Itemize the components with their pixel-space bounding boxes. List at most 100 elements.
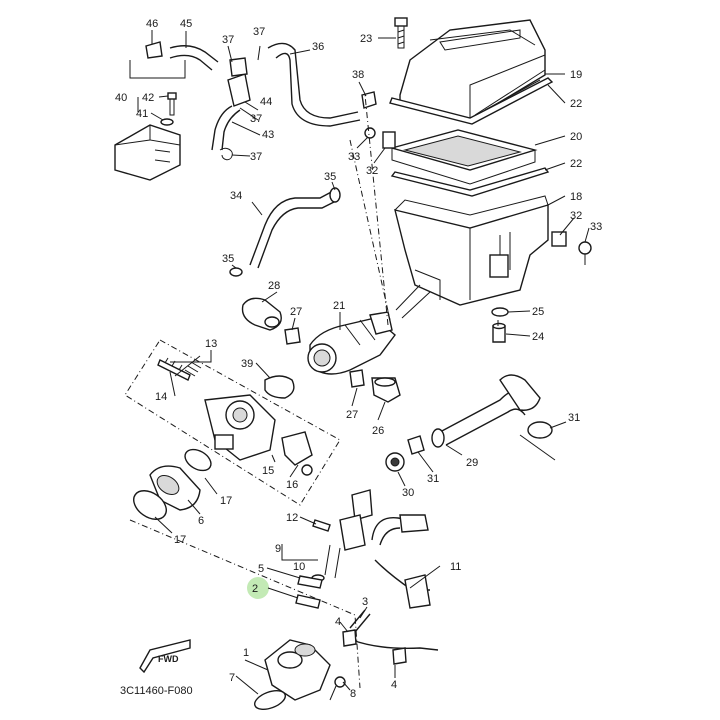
clamp-27-upper [284, 327, 301, 345]
bolt-8 [329, 676, 346, 701]
label-19: 19 [570, 69, 582, 81]
label-22-a: 22 [570, 98, 582, 110]
label-21: 21 [333, 300, 345, 312]
label-22-b: 22 [570, 158, 582, 170]
label-34: 34 [230, 190, 242, 202]
label-35-a: 35 [324, 171, 336, 183]
part-number-labels: 46 45 37 37 36 23 19 22 20 22 18 38 40 4… [115, 18, 602, 700]
sensor-16 [281, 431, 313, 476]
bolt-42 [167, 92, 177, 116]
bracket-32-right [551, 231, 592, 265]
label-38: 38 [352, 69, 364, 81]
cap-24 [492, 322, 506, 343]
label-26: 26 [372, 425, 384, 437]
label-31-a: 31 [568, 412, 580, 424]
label-1: 1 [243, 647, 249, 659]
label-44: 44 [260, 96, 272, 108]
clip-46 [145, 41, 163, 59]
label-46: 46 [146, 18, 158, 30]
screw-14 [157, 357, 191, 381]
o-ring-7 [254, 690, 286, 710]
label-17-a: 17 [220, 495, 232, 507]
clamp-27-lower [349, 369, 365, 388]
clip-37-lower [219, 147, 233, 161]
hose-36 [267, 42, 361, 127]
label-14: 14 [155, 391, 167, 403]
joint-44 [227, 57, 251, 107]
hose-3 [349, 609, 439, 665]
label-39: 39 [241, 358, 253, 370]
fwd-label: FWD [158, 654, 179, 664]
fuel-hose-11 [371, 514, 431, 609]
label-3: 3 [362, 596, 368, 608]
screw-12 [312, 519, 331, 532]
cap-30 [385, 452, 405, 472]
label-28: 28 [268, 280, 280, 292]
duct-28 [241, 297, 282, 331]
breather-case-40 [114, 124, 181, 181]
label-12: 12 [286, 512, 298, 524]
label-37-a: 37 [222, 34, 234, 46]
label-32-b: 32 [570, 210, 582, 222]
bolt-23 [394, 17, 408, 49]
label-29: 29 [466, 457, 478, 469]
clamp-35-lower [229, 267, 243, 277]
label-9: 9 [275, 543, 281, 555]
clamp-25 [491, 307, 509, 317]
clamp-17-lower [133, 490, 167, 520]
air-filter-case [394, 195, 549, 306]
label-45: 45 [180, 18, 192, 30]
callout-lines [129, 30, 590, 695]
grommet-38 [361, 91, 377, 109]
clip-5 [297, 575, 323, 589]
assembly-13-outline [124, 339, 341, 506]
label-5: 5 [258, 563, 264, 575]
label-24: 24 [532, 331, 544, 343]
label-23: 23 [360, 33, 372, 45]
hose-43 [211, 105, 241, 151]
label-6: 6 [198, 515, 204, 527]
sensor-26 [371, 377, 401, 403]
label-32-a: 32 [366, 165, 378, 177]
joint-6 [149, 465, 201, 511]
label-4-a: 4 [335, 616, 341, 628]
fwd-arrow: FWD [139, 639, 191, 674]
label-37-d: 37 [250, 151, 262, 163]
clip-2 [295, 594, 321, 609]
label-25: 25 [532, 306, 544, 318]
label-16: 16 [286, 479, 298, 491]
clamp-39 [264, 375, 295, 399]
manifold-1 [264, 639, 331, 701]
clamp-31-left [407, 435, 425, 455]
label-2: 2 [252, 583, 258, 595]
bolt-33-left [364, 127, 396, 149]
clamp-31-right [527, 421, 553, 439]
label-17-b: 17 [174, 534, 186, 546]
duct-21-to-case [395, 284, 431, 319]
air-filter-element [389, 129, 538, 185]
label-13: 13 [205, 338, 217, 350]
collar-41 [160, 118, 174, 126]
label-40: 40 [115, 92, 127, 104]
label-33-b: 33 [590, 221, 602, 233]
label-18: 18 [570, 191, 582, 203]
label-11: 11 [450, 561, 461, 573]
label-27-a: 27 [290, 306, 302, 318]
air-filter-gasket-upper [389, 77, 554, 125]
bracket-line-40 [129, 60, 186, 79]
label-37-c: 37 [250, 113, 262, 125]
label-36: 36 [312, 41, 324, 53]
pipe-29 [431, 374, 541, 448]
highlight-marker [247, 577, 269, 599]
clamp-35-upper [329, 187, 341, 203]
hose-34 [249, 189, 339, 269]
clamp-17-upper [184, 448, 212, 472]
label-8: 8 [350, 688, 356, 700]
injector-9 [324, 489, 373, 579]
label-15: 15 [262, 465, 274, 477]
label-43: 43 [262, 129, 274, 141]
diagram-code: 3C11460-F080 [120, 685, 193, 697]
label-35-b: 35 [222, 253, 234, 265]
clip-4-upper [342, 629, 357, 647]
label-20: 20 [570, 131, 582, 143]
